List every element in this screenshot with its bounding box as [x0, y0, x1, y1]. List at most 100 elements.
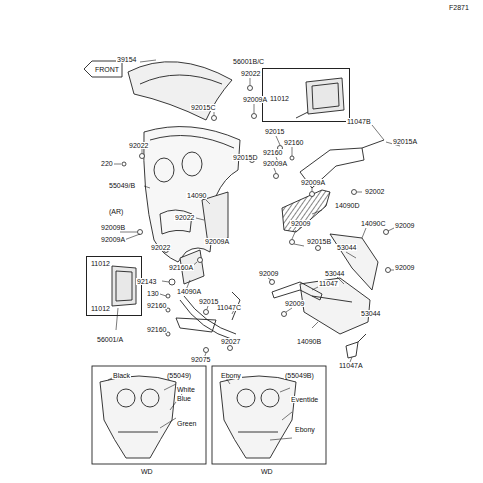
- part-number: 11012: [269, 95, 290, 102]
- color-label: Ebony: [294, 426, 316, 433]
- color-label: Eventide: [290, 396, 319, 403]
- color-label: Green: [176, 420, 197, 427]
- cowl-front: [100, 376, 176, 458]
- callout-number: 92143: [136, 278, 157, 285]
- leader-lines: [108, 60, 400, 440]
- headlight: [237, 389, 255, 407]
- variant-frame: [212, 366, 326, 464]
- headlight: [141, 389, 159, 407]
- callout-number: 11047B: [346, 118, 372, 125]
- inner-panel: [202, 192, 228, 244]
- color-variant-panel: (55049) BlackWhiteBlueGreenWD: [92, 366, 206, 478]
- fasteners: [122, 86, 391, 353]
- color-label: Blue: [176, 395, 192, 402]
- callout-number: 92075: [190, 356, 211, 363]
- callout-number: 92009: [290, 220, 311, 227]
- stay-arm: [362, 140, 384, 148]
- callout-number: 92009: [394, 264, 415, 271]
- callout-number: 11047C: [216, 304, 242, 311]
- mirror-stem: [296, 112, 308, 118]
- color-label: (55049): [166, 372, 192, 379]
- callout-number: 92160: [283, 139, 304, 146]
- callout-number: 55049/B: [108, 182, 136, 189]
- front-arrow: [84, 61, 122, 77]
- color-variant-panel: Ebony(55049B)EventideEbonyWD: [212, 366, 326, 478]
- callout-number: 53044: [360, 310, 381, 317]
- color-label: White: [176, 386, 196, 393]
- callout-number: 92002: [364, 188, 385, 195]
- mirror: [112, 266, 136, 306]
- callout-number: 14090C: [360, 220, 387, 227]
- callout-number: 53044: [324, 270, 345, 277]
- callout-number: 53044: [336, 244, 357, 251]
- mirror-glass: [312, 83, 339, 109]
- callout-number: 92009A: [262, 160, 288, 167]
- callout-number: 92015B: [306, 238, 332, 245]
- detail-box: 11012: [262, 68, 350, 122]
- mirror: [306, 78, 344, 114]
- callout-number: 92009B: [100, 224, 126, 231]
- callout-number: 14090A: [176, 288, 202, 295]
- stay-bracket: [300, 148, 364, 188]
- color-label: WD: [140, 468, 154, 475]
- callout-number: 92160: [146, 326, 167, 333]
- color-label: (55049B): [284, 372, 315, 379]
- callout-number: 92009A: [204, 238, 230, 245]
- bracket: [272, 282, 322, 300]
- callout-number: 92160: [146, 302, 167, 309]
- callout-number: 14090: [186, 192, 207, 199]
- direction-label: FRONT: [94, 66, 120, 73]
- color-label: Ebony: [220, 372, 242, 379]
- figure-number: F2871: [448, 4, 470, 11]
- callout-number: 130: [146, 290, 160, 297]
- callout-number: 92009A: [300, 179, 326, 186]
- part-number: 11012: [90, 305, 111, 312]
- callout-number: 92160A: [168, 264, 194, 271]
- callout-number: 92015D: [232, 154, 259, 161]
- windshield-edge: [140, 75, 222, 84]
- headlight-hole: [154, 158, 174, 182]
- cowl-edge: [150, 136, 234, 149]
- headlight: [117, 389, 135, 407]
- callout-number: 14090D: [334, 202, 361, 209]
- cowl-front: [220, 376, 296, 458]
- headlight-hole: [182, 152, 202, 176]
- lower-stay: [176, 296, 236, 340]
- callout-number: 39154: [116, 56, 137, 63]
- callout-number: 92009: [258, 270, 279, 277]
- callout-number: 92009A: [100, 236, 126, 243]
- cowl-stripe: [238, 432, 278, 433]
- callout-number: 92022: [174, 214, 195, 221]
- lower-cover: [300, 278, 370, 334]
- callout-number: 11047A: [338, 362, 364, 369]
- callout-number: 92015: [264, 128, 285, 135]
- callout-number: 92022: [150, 244, 171, 251]
- callout-number: 56001B/C: [232, 58, 265, 65]
- callout-number: 92027: [220, 338, 241, 345]
- part-number: 11012: [90, 260, 111, 267]
- callout-number: 92009A: [242, 96, 268, 103]
- cowl-stripe: [118, 432, 158, 433]
- variant-frame: [92, 366, 206, 464]
- side-panel: [282, 190, 330, 232]
- callout-number: 92015C: [190, 104, 217, 111]
- color-label: WD: [260, 468, 274, 475]
- callout-number: 92009: [284, 300, 305, 307]
- callout-number: (AR): [108, 208, 124, 215]
- mirror-glass: [116, 271, 132, 301]
- callout-number: 56001/A: [96, 336, 124, 343]
- small-bracket: [346, 334, 366, 358]
- callout-number: 11047: [318, 280, 339, 287]
- color-label: Black: [112, 372, 131, 379]
- callout-number: 92009: [394, 222, 415, 229]
- upper-cowl: [144, 127, 240, 262]
- callout-number: 14090B: [296, 338, 322, 345]
- callout-number: 92022: [128, 142, 149, 149]
- windshield: [128, 62, 232, 120]
- headlight: [261, 389, 279, 407]
- callout-number: 92015A: [392, 138, 418, 145]
- callout-number: 92160: [262, 149, 283, 156]
- callout-number: 92022: [240, 70, 261, 77]
- callout-number: 220: [100, 160, 114, 167]
- detail-box: 11012 11012: [86, 256, 142, 316]
